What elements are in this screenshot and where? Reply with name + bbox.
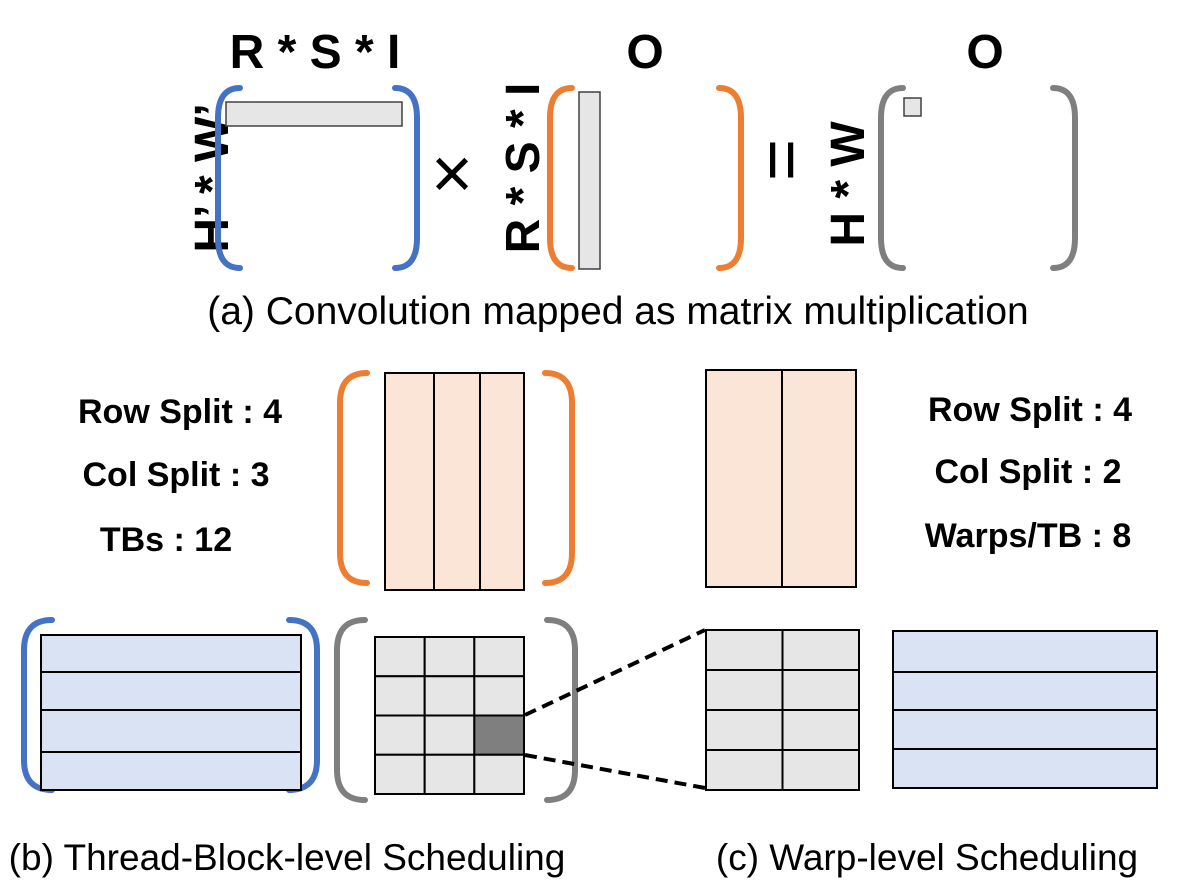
tb-output-tile (423, 714, 476, 756)
input-right-bracket-icon (392, 85, 420, 271)
warp-output-tile (781, 629, 860, 671)
warp-output-grid (705, 629, 860, 791)
tb-input-left-bracket-icon (21, 617, 55, 793)
warp-col-split-label: Col Split : 2 (935, 453, 1122, 491)
input-left-bracket-icon (215, 85, 243, 271)
warp-filter-col (781, 369, 857, 588)
tb-output-tile (374, 714, 426, 756)
filter-right-bracket-icon (716, 85, 744, 271)
tb-filter-col (384, 372, 435, 591)
input-cols-label: R * S * I (230, 26, 401, 79)
tb-output-tile (374, 675, 426, 717)
output-left-bracket-icon (878, 85, 906, 271)
warp-output-tile (781, 709, 860, 751)
tb-filter-col (479, 372, 525, 591)
warp-output-tile (705, 749, 784, 791)
tb-input-row (40, 751, 302, 791)
tb-output-grid (374, 636, 526, 795)
filter-rows-label: R * S * I (497, 83, 550, 254)
tb-row-split-label: Row Split : 4 (78, 393, 282, 431)
output-rows-label: H * W (822, 121, 875, 247)
filter-cols-label: O (626, 26, 663, 79)
zoom-top-dashed-line-icon (524, 628, 706, 717)
caption-a: (a) Convolution mapped as matrix multipl… (207, 290, 1029, 333)
input-row-strip (225, 101, 403, 127)
warp-filter-col (705, 369, 783, 588)
tb-output-left-bracket-icon (334, 617, 368, 803)
warp-output-tile (705, 629, 784, 671)
zoom-bottom-dashed-line-icon (524, 753, 706, 790)
warps-per-tb-label: Warps/TB : 8 (925, 517, 1132, 555)
tb-output-tile (423, 675, 476, 717)
filter-left-bracket-icon (547, 85, 575, 271)
tb-output-tile (374, 753, 426, 795)
warp-output-tile (705, 669, 784, 711)
warp-input-row (892, 709, 1158, 750)
warp-output-tile (781, 669, 860, 711)
part-c: Row Split : 4 Col Split : 2 Warps/TB : 8… (705, 369, 1158, 878)
tb-input-right-bracket-icon (286, 617, 320, 793)
warp-row-split-label: Row Split : 4 (928, 391, 1132, 429)
tb-output-tile (473, 753, 526, 795)
filter-col-strip (578, 91, 601, 270)
highlighted-tb-tile (473, 714, 526, 756)
tb-output-tile (423, 753, 476, 795)
tb-output-tile (473, 675, 526, 717)
input-rows-label: H’ * W’ (186, 103, 239, 252)
tb-output-tile (473, 636, 526, 678)
tb-filter-right-bracket-icon (542, 370, 575, 586)
caption-c: (c) Warp-level Scheduling (716, 837, 1138, 878)
tb-count-label: TBs : 12 (100, 521, 232, 559)
part-b: Row Split : 4 Col Split : 3 TBs : 12 (b)… (9, 370, 578, 878)
tb-output-tile (423, 636, 476, 678)
tb-input-row (40, 671, 302, 711)
times-symbol: × (431, 134, 473, 214)
warp-output-tile (705, 709, 784, 751)
tb-col-split-label: Col Split : 3 (83, 456, 270, 494)
output-right-bracket-icon (1050, 85, 1078, 271)
output-cols-label: O (966, 26, 1003, 79)
output-cell (903, 97, 922, 117)
caption-b: (b) Thread-Block-level Scheduling (9, 837, 566, 878)
warp-input-row (892, 630, 1158, 673)
warp-output-tile (781, 749, 860, 791)
tb-input-row (40, 709, 302, 753)
warp-input-row (892, 671, 1158, 711)
part-a: R * S * I H’ * W’ × O R * S * I = O H * … (186, 26, 1078, 333)
tb-input-row (40, 634, 302, 673)
tb-output-right-bracket-icon (544, 617, 578, 803)
tb-filter-left-bracket-icon (337, 370, 370, 586)
equals-symbol: = (742, 139, 822, 181)
tb-filter-col (433, 372, 481, 591)
tb-output-tile (374, 636, 426, 678)
warp-input-row (892, 748, 1158, 789)
